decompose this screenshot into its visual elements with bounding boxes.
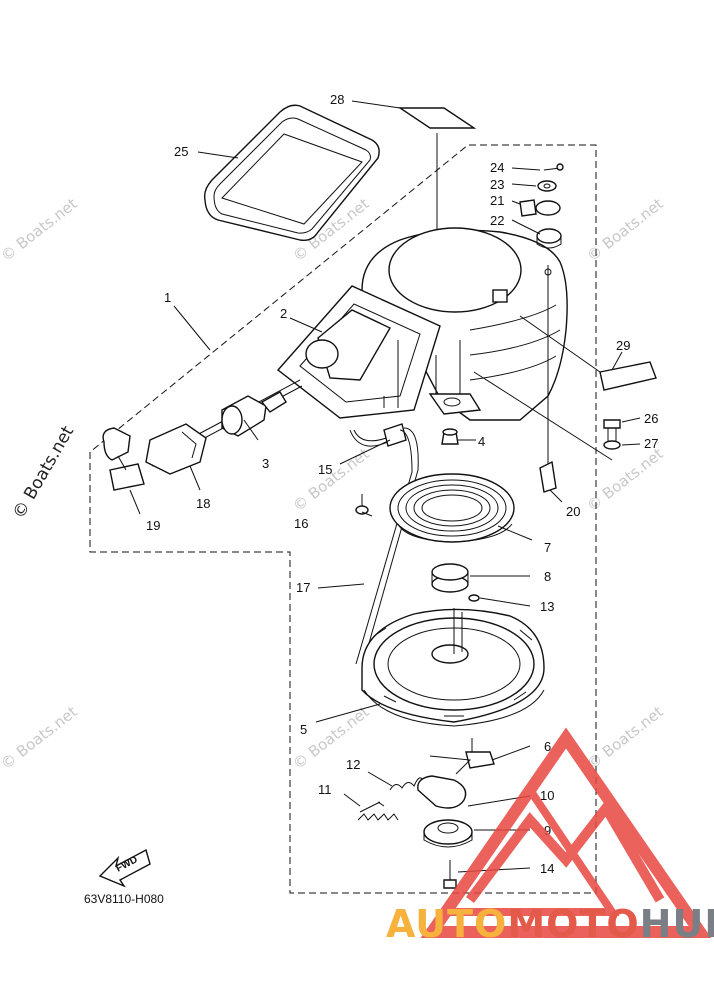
brand-text: AUTOMOTOHUB <box>386 902 714 946</box>
callout-27: 27 <box>644 436 658 451</box>
callout-1: 1 <box>164 290 171 305</box>
callout-26: 26 <box>644 411 658 426</box>
callout-21: 21 <box>490 193 504 208</box>
brand-logo: AUTOMOTOHUB <box>386 727 714 946</box>
spring-clip-10 <box>417 775 467 809</box>
callout-14: 14 <box>540 861 554 876</box>
spiral-spring-7 <box>389 473 515 543</box>
clip-13 <box>468 594 480 602</box>
callout-25: 25 <box>174 144 188 159</box>
brand-triangle-icon <box>420 727 712 938</box>
brand-moto: MOTO <box>507 902 639 946</box>
callout-13: 13 <box>540 599 554 614</box>
small-hardware <box>519 163 564 249</box>
rope-handle-parts <box>102 379 303 491</box>
callout-29: 29 <box>616 338 630 353</box>
assembly-boundary <box>89 144 597 894</box>
callout-4: 4 <box>478 434 485 449</box>
collar-4 <box>441 428 459 445</box>
callout-7: 7 <box>544 540 551 555</box>
callout-17: 17 <box>296 580 310 595</box>
reel-drum-5 <box>361 608 545 727</box>
callout-23: 23 <box>490 177 504 192</box>
watermark: © Boats.net <box>0 195 81 266</box>
bracket-20 <box>539 460 557 493</box>
callout-2: 2 <box>280 306 287 321</box>
callout-19: 19 <box>146 518 160 533</box>
callout-3: 3 <box>262 456 269 471</box>
watermark: © Boats.net <box>289 445 372 516</box>
side-watermark: © Boats.net <box>9 422 78 522</box>
callout-24: 24 <box>490 160 504 175</box>
bolt-14 <box>443 860 457 889</box>
grommet-frame-25 <box>203 104 380 242</box>
spring-12 <box>389 777 425 791</box>
screw-16 <box>355 494 369 515</box>
callout-22: 22 <box>490 213 504 228</box>
callout-16: 16 <box>294 516 308 531</box>
watermarks: © Boats.net © Boats.net © Boats.net © Bo… <box>0 195 667 774</box>
brand-hub: HUB <box>640 902 714 946</box>
pawl-6 <box>429 738 495 775</box>
fwd-arrow-icon: FWD <box>98 848 151 888</box>
callout-numbers: 28 25 24 23 21 22 1 2 29 26 4 27 3 15 18… <box>146 92 658 876</box>
callout-5: 5 <box>300 722 307 737</box>
brand-auto: AUTO <box>386 902 507 946</box>
spring-11 <box>357 801 399 821</box>
starter-housing <box>361 227 568 470</box>
bolt-washer-26-27 <box>603 419 621 450</box>
callout-28: 28 <box>330 92 344 107</box>
callout-11: 11 <box>318 782 332 797</box>
callout-6: 6 <box>544 739 551 754</box>
leader-lines <box>129 100 641 873</box>
handle-bracket-2 <box>276 285 441 419</box>
watermark: © Boats.net <box>0 703 81 774</box>
figure-code: 63V8110-H080 <box>84 892 164 906</box>
callout-15: 15 <box>318 462 332 477</box>
callout-8: 8 <box>544 569 551 584</box>
callout-12: 12 <box>346 757 360 772</box>
bushing-8 <box>431 563 469 593</box>
callout-18: 18 <box>196 496 210 511</box>
drive-plate-9 <box>423 819 473 848</box>
callout-10: 10 <box>540 788 554 803</box>
label-sticker-29 <box>599 361 657 391</box>
callout-9: 9 <box>544 823 551 838</box>
callout-20: 20 <box>566 504 580 519</box>
